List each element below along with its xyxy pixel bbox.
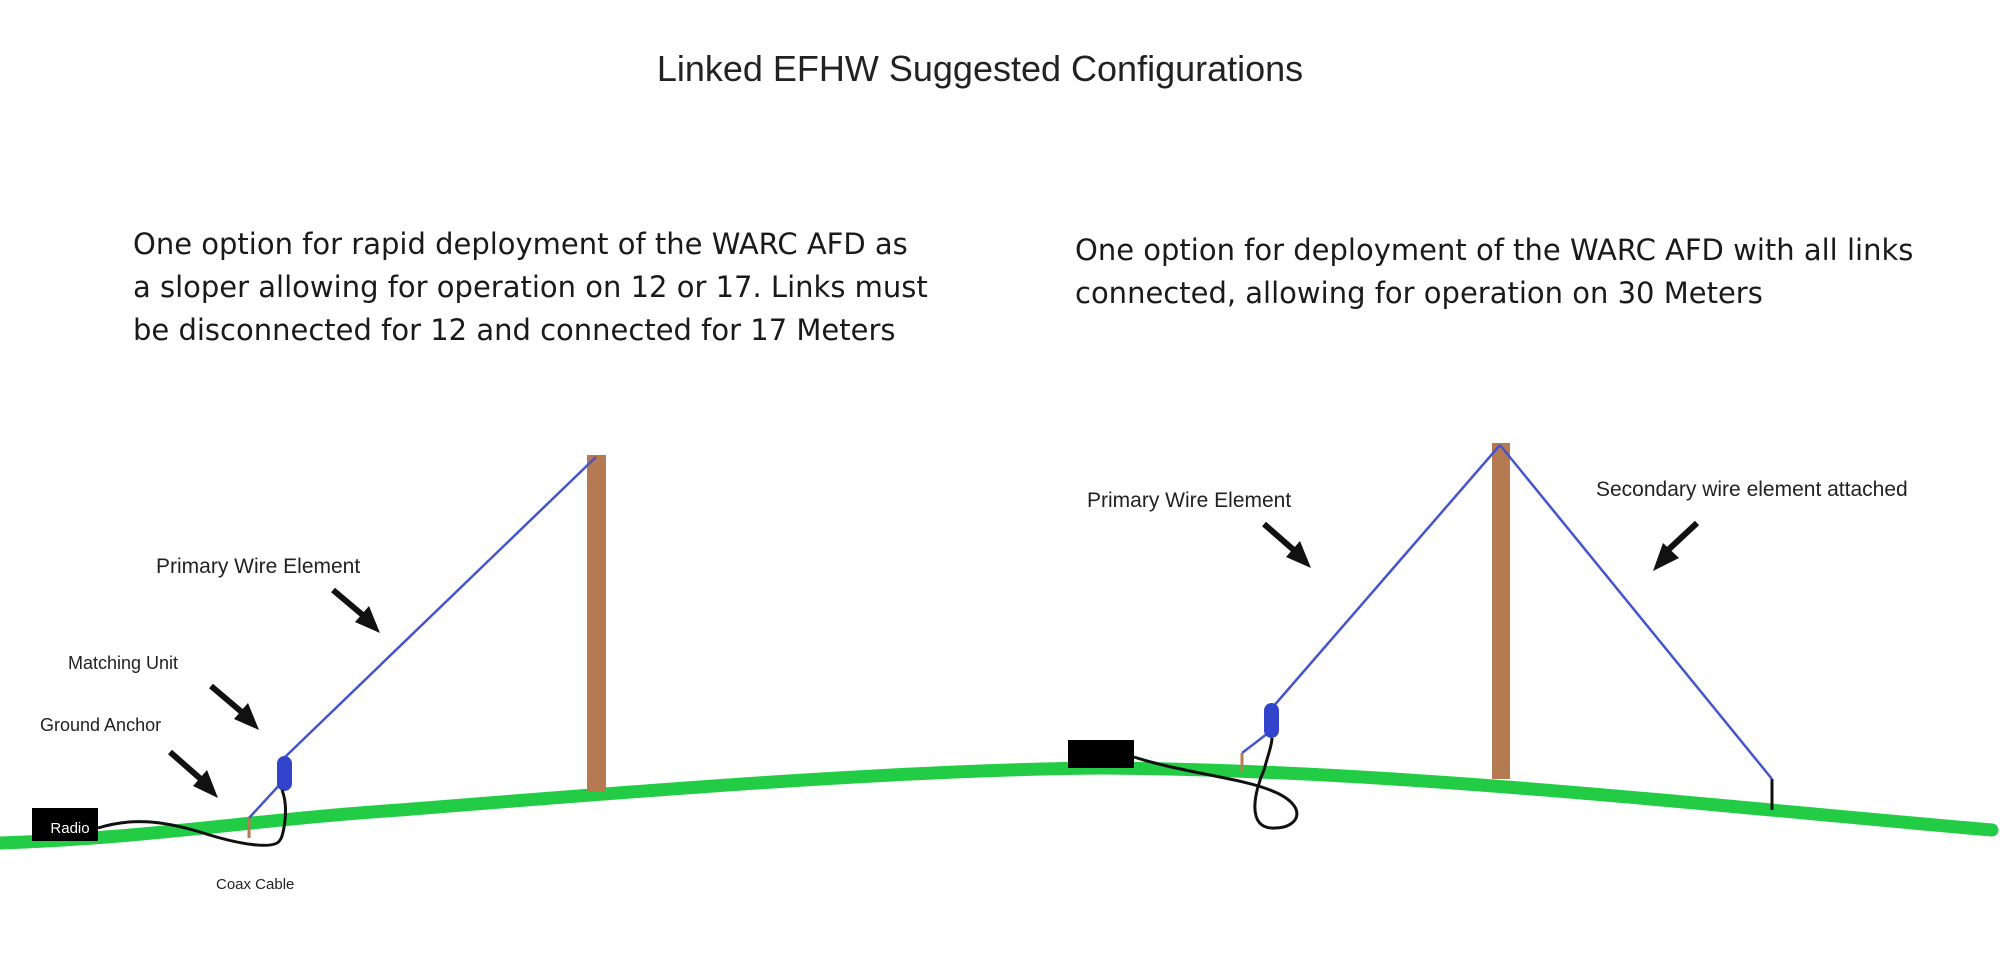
page-title: Linked EFHW Suggested Configurations [656, 48, 1304, 89]
arrow-primary-right [1262, 521, 1311, 568]
left-mast [587, 455, 606, 792]
left-coax-cable [97, 789, 287, 847]
ground-anchor-label: Ground Anchor [40, 715, 161, 735]
arrow-primary-left [331, 587, 380, 633]
right-primary-wire-label: Primary Wire Element [1087, 489, 1291, 512]
arrow-ground-anchor [168, 749, 218, 798]
arrow-secondary-right [1653, 520, 1700, 571]
right-coax-cable [1133, 737, 1299, 830]
matching-unit-label: Matching Unit [68, 653, 178, 673]
coax-cable-label: Coax Cable [216, 876, 294, 893]
right-radio [1068, 740, 1134, 768]
left-primary-wire [283, 456, 597, 759]
left-caption: One option for rapid deployment of the W… [133, 227, 928, 347]
left-matching-unit [277, 756, 292, 791]
left-radio: Radio [32, 808, 98, 841]
right-secondary-wire [1499, 444, 1773, 780]
ground-line [0, 761, 1999, 850]
arrow-matching-unit [209, 683, 259, 730]
right-matching-unit [1264, 703, 1279, 738]
radio-label: Radio [50, 820, 89, 837]
right-primary-wire [1271, 444, 1501, 709]
right-caption: One option for deployment of the WARC AF… [1075, 233, 1914, 310]
left-primary-wire-label: Primary Wire Element [156, 555, 360, 578]
right-mast [1492, 443, 1510, 779]
secondary-wire-label: Secondary wire element attached [1596, 478, 1908, 501]
